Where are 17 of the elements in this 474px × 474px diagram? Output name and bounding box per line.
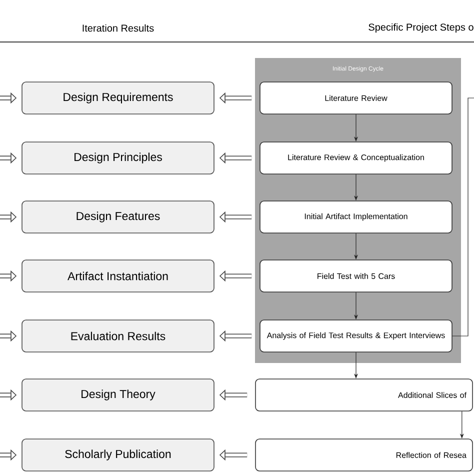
step-box: Literature Review & Conceptualization <box>260 142 452 174</box>
result-box: Evaluation Results <box>22 320 214 352</box>
result-box: Artifact Instantiation <box>22 260 214 292</box>
result-box: Design Requirements <box>22 82 214 114</box>
feedback-line <box>452 98 474 336</box>
step-box: Initial Artifact Implementation <box>260 200 452 234</box>
result-box: Design Theory <box>22 378 214 412</box>
result-box: Design Principles <box>22 142 214 174</box>
step-box: Analysis of Field Test Results & Expert Interviews <box>260 320 452 352</box>
result-box: Scholarly Publication <box>22 438 214 472</box>
result-box: Design Features <box>22 200 214 234</box>
step-box: Additional Slices of <box>255 378 473 412</box>
column-heading: Iteration Results <box>82 24 154 32</box>
step-box: Reflection of Resea <box>255 438 473 472</box>
step-box: Literature Review <box>260 82 452 114</box>
column-heading: Specific Project Steps o <box>368 23 474 33</box>
step-box: Field Test with 5 Cars <box>260 260 452 292</box>
